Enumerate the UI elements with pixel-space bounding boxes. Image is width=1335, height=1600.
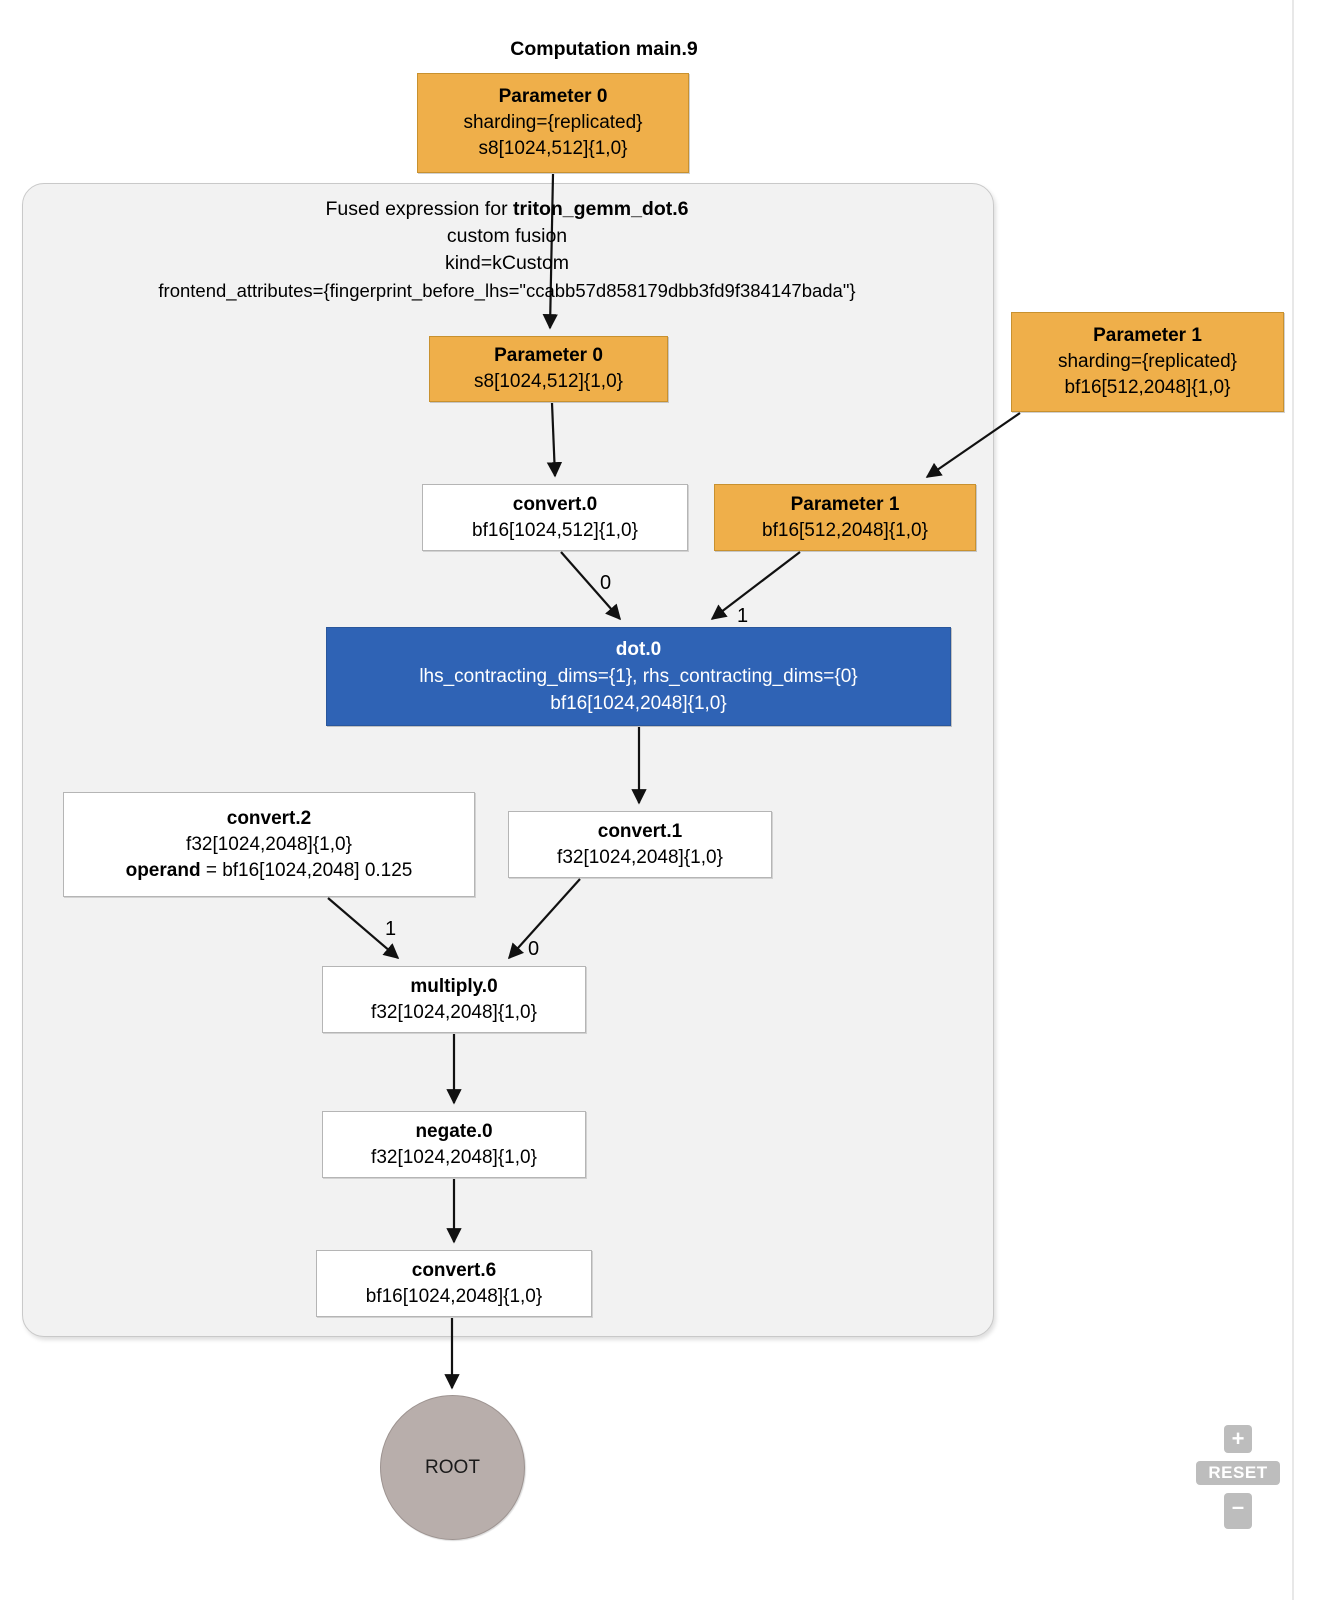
node-shape: bf16[1024,512]{1,0}	[472, 519, 638, 541]
edge-label-multiply-operand-0: 0	[528, 938, 540, 960]
node-shape: f32[1024,2048]{1,0}	[371, 1146, 537, 1168]
fusion-line-frontend-attributes: frontend_attributes={fingerprint_before_…	[158, 280, 856, 301]
node-parameter-1-outer[interactable]: Parameter 1 sharding={replicated} bf16[5…	[1011, 312, 1284, 412]
node-shape: bf16[1024,2048]{1,0}	[365, 1285, 543, 1307]
vertical-scrollbar-track[interactable]	[1292, 0, 1294, 1600]
node-operand-value: = bf16[1024,2048] 0.125	[200, 859, 413, 881]
node-root[interactable]: ROOT	[380, 1395, 525, 1540]
zoom-reset-button[interactable]: RESET	[1196, 1461, 1280, 1485]
node-title: convert.1	[597, 820, 683, 842]
node-title: convert.6	[411, 1259, 497, 1281]
node-title: Parameter 1	[790, 493, 900, 515]
node-title: convert.0	[512, 493, 598, 515]
node-parameter-0-outer[interactable]: Parameter 0 sharding={replicated} s8[102…	[417, 73, 689, 173]
edge-label-dot-operand-0: 0	[600, 572, 612, 594]
node-multiply-0[interactable]: multiply.0 f32[1024,2048]{1,0}	[322, 966, 586, 1033]
node-shape: bf16[512,2048]{1,0}	[1064, 377, 1231, 398]
node-title: Parameter 0	[494, 345, 603, 366]
fusion-cluster-label: Fused expression for triton_gemm_dot.6 c…	[22, 196, 992, 304]
fusion-line-kind: kind=kCustom	[444, 252, 570, 274]
node-convert-6[interactable]: convert.6 bf16[1024,2048]{1,0}	[316, 1250, 592, 1317]
node-parameter-0-inner[interactable]: Parameter 0 s8[1024,512]{1,0}	[429, 336, 668, 402]
node-shape: bf16[512,2048]{1,0}	[762, 519, 928, 541]
fusion-prefix: Fused expression for	[325, 198, 513, 220]
node-sharding: sharding={replicated}	[1057, 351, 1238, 372]
edge-label-multiply-operand-1: 1	[385, 918, 397, 940]
node-contracting-dims: lhs_contracting_dims={1}, rhs_contractin…	[419, 666, 858, 687]
node-operand: operand = bf16[1024,2048] 0.125	[126, 858, 413, 884]
node-title: Parameter 1	[1093, 325, 1202, 346]
node-dot-0[interactable]: dot.0 lhs_contracting_dims={1}, rhs_cont…	[326, 627, 951, 726]
node-negate-0[interactable]: negate.0 f32[1024,2048]{1,0}	[322, 1111, 586, 1178]
node-root-label: ROOT	[425, 1456, 480, 1478]
node-shape: bf16[1024,2048]{1,0}	[550, 693, 727, 714]
node-convert-0[interactable]: convert.0 bf16[1024,512]{1,0}	[422, 484, 688, 551]
node-shape: f32[1024,2048]{1,0}	[371, 1001, 537, 1023]
node-shape: s8[1024,512]{1,0}	[478, 138, 628, 159]
node-sharding: sharding={replicated}	[463, 112, 643, 133]
node-title: convert.2	[226, 807, 312, 829]
node-convert-1[interactable]: convert.1 f32[1024,2048]{1,0}	[508, 811, 772, 878]
node-title: dot.0	[615, 639, 662, 660]
node-title: multiply.0	[410, 975, 498, 997]
node-operand-label: operand	[125, 859, 201, 881]
zoom-in-button[interactable]: +	[1224, 1425, 1252, 1453]
node-shape: f32[1024,2048]{1,0}	[186, 833, 352, 855]
node-title: Parameter 0	[498, 86, 608, 107]
zoom-out-button[interactable]: –	[1224, 1493, 1252, 1529]
fusion-name: triton_gemm_dot.6	[512, 198, 689, 220]
page-title: Computation main.9	[510, 38, 698, 60]
node-shape: s8[1024,512]{1,0}	[474, 371, 623, 392]
node-convert-2[interactable]: convert.2 f32[1024,2048]{1,0} operand = …	[63, 792, 475, 897]
zoom-controls[interactable]: + RESET –	[1196, 1425, 1280, 1529]
fusion-line-custom: custom fusion	[446, 225, 568, 247]
node-parameter-1-inner[interactable]: Parameter 1 bf16[512,2048]{1,0}	[714, 484, 976, 551]
fusion-headline: Fused expression for triton_gemm_dot.6	[22, 196, 992, 223]
node-shape: f32[1024,2048]{1,0}	[557, 846, 723, 868]
edge-label-dot-operand-1: 1	[737, 605, 749, 627]
node-title: negate.0	[415, 1120, 493, 1142]
